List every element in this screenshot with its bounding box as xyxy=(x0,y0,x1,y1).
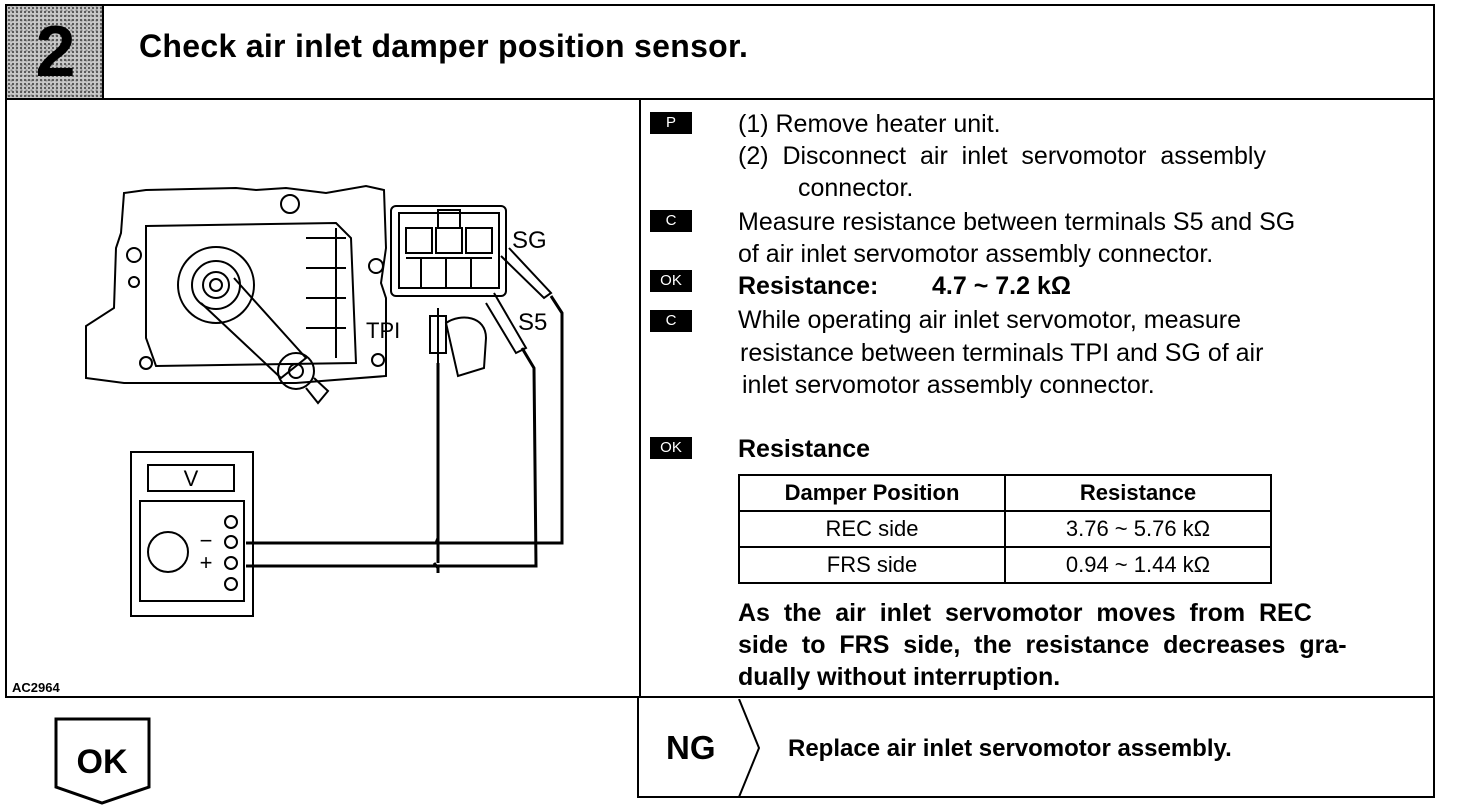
c1-line2: of air inlet servomotor assembly connect… xyxy=(738,240,1214,268)
wiring-diagram: V − + SG S5 TPI AC2964 xyxy=(12,184,564,695)
step2-line1-text: (2) Disconnect air inlet servomotor asse… xyxy=(738,142,1266,170)
ng-result-box xyxy=(637,698,1435,798)
ok1-value: 4.7 ~ 7.2 kΩ xyxy=(932,272,1071,300)
s5-label: S5 xyxy=(518,309,547,336)
ok-result-shape: OK xyxy=(54,717,151,805)
p-badge: P xyxy=(650,112,692,134)
note-line3: dually without interruption. xyxy=(738,663,1061,691)
test-leads xyxy=(246,295,564,573)
step-header: 2 Check air inlet damper position sensor… xyxy=(7,6,1433,100)
step-title: Check air inlet damper position sensor. xyxy=(139,28,749,64)
minus-label: − xyxy=(200,528,213,553)
note-line2: side to FRS side, the resistance decreas… xyxy=(738,631,1347,659)
plus-label: + xyxy=(200,550,213,575)
ok2-label: Resistance xyxy=(738,435,871,463)
table-header: Damper Position xyxy=(738,474,1006,512)
c2-badge: C xyxy=(650,310,692,332)
table-cell: 3.76 ~ 5.76 kΩ xyxy=(1004,510,1272,548)
note-line1: As the air inlet servomotor moves from R… xyxy=(738,599,1312,627)
step1-text: (1) Remove heater unit. xyxy=(738,110,1001,138)
sg-label: SG xyxy=(512,227,547,254)
step2-line2: connector. xyxy=(798,174,914,202)
figure-id: AC2964 xyxy=(12,680,60,695)
c1-badge: C xyxy=(650,210,692,232)
step-number-box: 2 xyxy=(7,6,104,98)
ok1-label: Resistance: xyxy=(738,272,879,300)
servomotor-housing xyxy=(85,184,388,405)
table-cell: 0.94 ~ 1.44 kΩ xyxy=(1004,546,1272,584)
table-cell: FRS side xyxy=(738,546,1006,584)
step2-line1: (2) Disconnect air inlet servomotor asse… xyxy=(738,140,1402,172)
meter-mode-label: V xyxy=(184,466,199,491)
ok1-badge: OK xyxy=(650,270,692,292)
voltmeter xyxy=(130,451,254,617)
c1-line1: Measure resistance between terminals S5 … xyxy=(738,208,1296,236)
ng-action-text: Replace air inlet servomotor assembly. xyxy=(788,735,1232,762)
tpi-label: TPI xyxy=(366,318,400,343)
ng-result-label: NG xyxy=(666,729,716,766)
table-row: REC side 3.76 ~ 5.76 kΩ xyxy=(738,510,1272,548)
c2-line1: While operating air inlet servomotor, me… xyxy=(738,306,1242,334)
resistance-table: Damper Position Resistance REC side 3.76… xyxy=(738,474,1272,584)
procedure-frame: 2 Check air inlet damper position sensor… xyxy=(5,4,1435,698)
table-header-row: Damper Position Resistance xyxy=(738,474,1272,512)
column-divider xyxy=(639,100,641,696)
table-row: FRS side 0.94 ~ 1.44 kΩ xyxy=(738,546,1272,584)
step-number: 2 xyxy=(35,12,76,92)
c2-line3: inlet servomotor assembly connector. xyxy=(742,371,1155,399)
table-header: Resistance xyxy=(1004,474,1272,512)
ok-result-label: OK xyxy=(77,743,128,781)
table-cell: REC side xyxy=(738,510,1006,548)
c2-line2: resistance between terminals TPI and SG … xyxy=(740,339,1264,367)
ng-chevron-icon xyxy=(738,699,761,797)
ok2-badge: OK xyxy=(650,437,692,459)
servomotor-connector xyxy=(390,205,553,378)
